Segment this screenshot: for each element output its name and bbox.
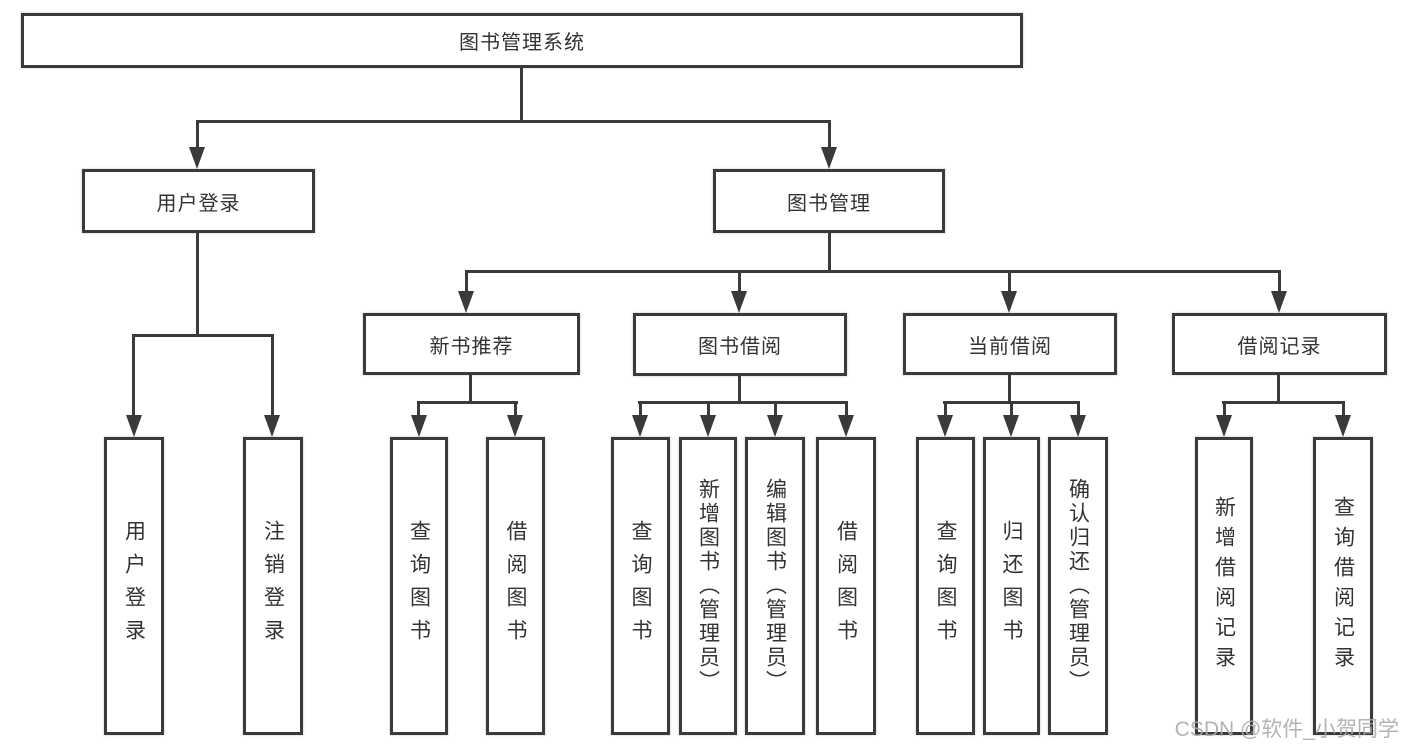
connector-line [774,401,777,417]
arrow-down-icon [1335,415,1351,437]
leaf-bb-edit-books-label: 编辑图书（管理员） [763,478,787,694]
leaf-bb-add-books-label: 新增图书（管理员） [696,478,720,694]
node-current-borrow-label: 当前借阅 [968,335,1052,358]
node-book-borrow: 图书借阅 [633,313,847,376]
connector-line [196,233,199,336]
connector-line [271,334,274,416]
connector-line [638,401,848,404]
node-new-book-recommend: 新书推荐 [363,313,580,375]
leaf-br-query-record-label: 查询借阅记录 [1331,496,1355,676]
arrow-down-icon [411,415,427,437]
leaf-bb-add-books: 新增图书（管理员） [679,437,737,735]
connector-line [1077,401,1080,417]
connector-line [1008,375,1011,404]
arrow-down-icon [821,147,837,169]
csdn-watermark: CSDN @软件_小贺同学 [1174,718,1399,741]
connector-line [132,334,274,337]
arrow-down-icon [632,415,648,437]
node-book-management: 图书管理 [713,169,945,233]
connector-line [828,120,831,148]
arrow-down-icon [458,291,474,313]
connector-line [132,334,135,416]
leaf-user-login: 用户登录 [104,437,164,735]
leaf-user-login-label: 用户登录 [122,520,146,652]
leaf-br-add-record: 新增借阅记录 [1195,437,1253,735]
connector-line [514,401,517,417]
leaf-cb-query-books-label: 查询图书 [934,520,957,652]
leaf-bb-query-books-label: 查询图书 [629,520,652,652]
leaf-rec-query-books-label: 查询图书 [407,520,431,652]
leaf-logout-label: 注销登录 [261,520,285,652]
leaf-bb-query-books: 查询图书 [611,437,670,735]
arrow-down-icon [1001,291,1017,313]
arrow-down-icon [937,415,953,437]
connector-line [417,401,420,417]
connector-line [1222,401,1345,404]
connector-line [738,270,741,292]
arrow-down-icon [507,415,523,437]
node-borrow-records: 借阅记录 [1172,313,1387,375]
connector-line [196,120,831,123]
arrow-down-icon [126,415,142,437]
leaf-bb-borrow-books-label: 借阅图书 [834,520,858,652]
node-borrow-records-label: 借阅记录 [1237,335,1322,358]
connector-line [1008,270,1011,292]
arrow-down-icon [264,415,280,437]
node-root-label: 图书管理系统 [459,32,585,54]
connector-line [1010,401,1013,417]
connector-line [845,401,848,417]
connector-line [1278,270,1281,292]
node-current-borrow: 当前借阅 [903,313,1117,375]
arrow-down-icon [767,415,783,437]
node-user-login-label: 用户登录 [156,192,241,215]
leaf-rec-borrow-books: 借阅图书 [486,437,545,735]
arrow-down-icon [700,415,716,437]
arrow-down-icon [189,147,205,169]
connector-line [1342,401,1345,417]
connector-line [465,270,468,292]
leaf-bb-edit-books: 编辑图书（管理员） [745,437,805,735]
connector-line [639,401,642,417]
node-root: 图书管理系统 [21,13,1023,68]
node-book-management-label: 图书管理 [787,192,871,215]
node-user-login: 用户登录 [82,169,315,233]
arrow-down-icon [1003,415,1019,437]
leaf-cb-confirm-return-label: 确认归还（管理员） [1066,478,1090,694]
leaf-br-add-record-label: 新增借阅记录 [1212,496,1236,676]
arrow-down-icon [1271,291,1287,313]
leaf-cb-return-books: 归还图书 [983,437,1040,735]
connector-line [944,401,947,417]
connector-line [469,375,472,404]
connector-line [520,68,523,122]
leaf-rec-query-books: 查询图书 [390,437,448,735]
leaf-logout: 注销登录 [243,437,303,735]
leaf-rec-borrow-books-label: 借阅图书 [504,520,527,652]
leaf-bb-borrow-books: 借阅图书 [816,437,876,735]
leaf-cb-confirm-return: 确认归还（管理员） [1048,437,1108,735]
node-book-borrow-label: 图书借阅 [698,336,782,358]
leaf-cb-return-books-label: 归还图书 [1000,520,1023,652]
node-new-book-recommend-label: 新书推荐 [429,335,514,358]
arrow-down-icon [1216,415,1232,437]
arrow-down-icon [1070,415,1086,437]
connector-line [828,233,831,273]
arrow-down-icon [838,415,854,437]
connector-line [738,376,741,404]
arrow-down-icon [731,291,747,313]
leaf-cb-query-books: 查询图书 [916,437,975,735]
connector-line [1223,401,1226,417]
connector-line [465,270,1281,273]
connector-line [196,120,199,148]
leaf-br-query-record: 查询借阅记录 [1313,437,1373,735]
connector-line [707,401,710,417]
connector-line [417,401,518,404]
connector-line [1277,375,1280,404]
